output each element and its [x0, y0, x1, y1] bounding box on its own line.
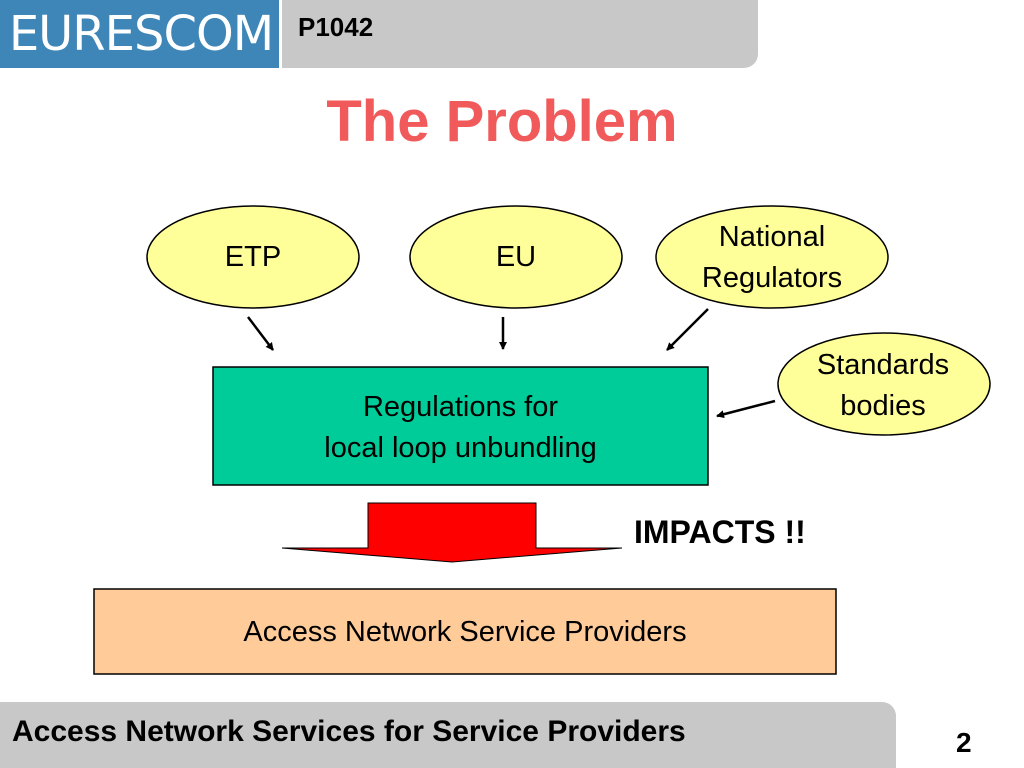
project-code: P1042 — [298, 12, 374, 42]
footer-bar — [0, 702, 896, 768]
providers-label: Access Network Service Providers — [243, 616, 687, 648]
standards-bodies-ellipse — [777, 332, 991, 436]
impact-arrow — [281, 502, 623, 563]
eu-label: EU — [495, 241, 537, 273]
slide-title: The Problem — [326, 89, 678, 154]
etp-ellipse — [146, 205, 360, 309]
regulations-label: Regulations for local loop unbundling — [324, 391, 597, 464]
eurescom-logo: EURESCOM — [0, 0, 282, 68]
impacts-label: IMPACTS !! — [634, 514, 806, 550]
national-regulators-label: National Regulators — [701, 221, 843, 294]
page-number: 2 — [956, 727, 972, 758]
standards-bodies-label: Standards bodies — [816, 349, 950, 422]
etp-label: ETP — [224, 241, 282, 273]
national-regulators-arrow — [666, 308, 709, 351]
national-regulators-ellipse — [655, 205, 889, 309]
eu-ellipse — [409, 205, 623, 309]
logo-text: EURESCOM — [8, 6, 274, 62]
etp-arrow — [247, 316, 274, 351]
footer-text: Access Network Services for Service Prov… — [12, 715, 686, 748]
regulations-box — [212, 366, 709, 486]
providers-box — [93, 588, 837, 675]
standards-bodies-arrow — [716, 399, 776, 419]
